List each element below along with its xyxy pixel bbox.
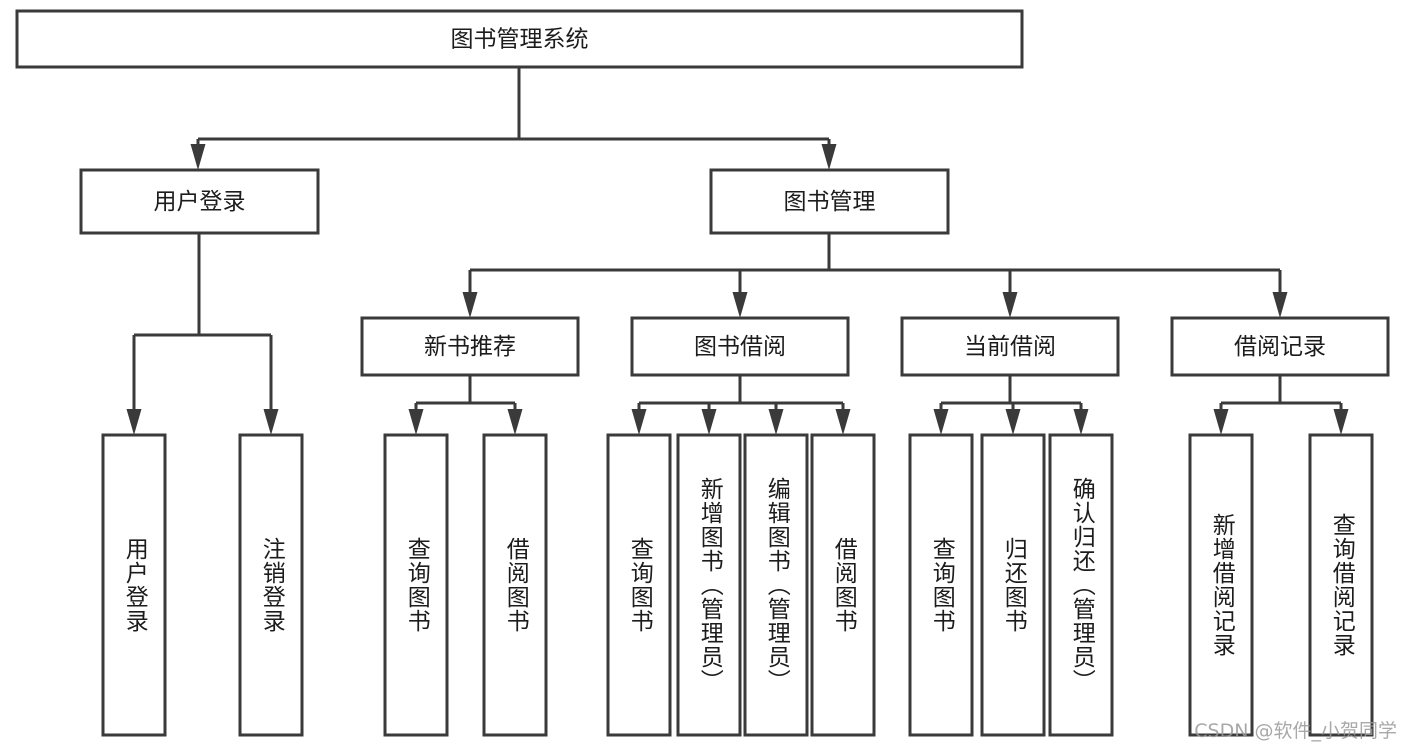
node-label-borrow-records: 借阅记录 bbox=[1234, 334, 1326, 360]
node-label-book-borrow: 图书借阅 bbox=[694, 334, 786, 360]
connector-borrow-records-bus bbox=[1213, 375, 1349, 435]
node-box-leaf-query-book-2[interactable] bbox=[606, 433, 672, 737]
node-box-book-borrow[interactable] bbox=[630, 316, 850, 377]
node-box-root[interactable] bbox=[15, 9, 1024, 69]
csdn-watermark: CSDN @软件_小贺同学 bbox=[1194, 720, 1397, 742]
connector-book-management-bus bbox=[462, 233, 1288, 318]
node-box-book-management[interactable] bbox=[709, 168, 950, 235]
node-label-root: 图书管理系统 bbox=[451, 27, 589, 53]
node-box-leaf-add-record[interactable] bbox=[1188, 433, 1254, 737]
node-box-leaf-return-book[interactable] bbox=[980, 433, 1046, 737]
connector-new-book-recommend-bus bbox=[408, 375, 523, 435]
node-box-leaf-query-book-1[interactable] bbox=[383, 433, 449, 737]
node-box-borrow-records[interactable] bbox=[1170, 316, 1390, 377]
node-label-new-book-recommend: 新书推荐 bbox=[424, 334, 516, 360]
node-box-leaf-query-record[interactable] bbox=[1308, 433, 1374, 737]
connector-book-borrow-bus bbox=[631, 375, 851, 435]
node-label-current-borrow: 当前借阅 bbox=[964, 334, 1056, 360]
node-box-leaf-borrow-book-1[interactable] bbox=[482, 433, 548, 737]
node-box-leaf-confirm-return[interactable] bbox=[1048, 433, 1114, 737]
boxes-layer bbox=[15, 9, 1390, 737]
node-label-user-login: 用户登录 bbox=[154, 189, 246, 215]
node-box-new-book-recommend[interactable] bbox=[360, 316, 580, 377]
connector-current-borrow-bus bbox=[933, 375, 1089, 435]
node-box-leaf-user-login[interactable] bbox=[101, 433, 167, 737]
connector-user-login-bus bbox=[126, 233, 279, 435]
connectors-layer bbox=[126, 67, 1349, 435]
node-box-current-borrow[interactable] bbox=[900, 316, 1120, 377]
connector-root-bus bbox=[190, 67, 837, 170]
node-label-book-management: 图书管理 bbox=[784, 189, 876, 215]
node-box-leaf-query-book-3[interactable] bbox=[908, 433, 974, 737]
node-box-leaf-edit-book[interactable] bbox=[743, 433, 809, 737]
node-box-leaf-add-book[interactable] bbox=[676, 433, 742, 737]
node-box-leaf-logout[interactable] bbox=[238, 433, 304, 737]
node-box-leaf-borrow-book-2[interactable] bbox=[810, 433, 876, 737]
node-box-user-login[interactable] bbox=[79, 168, 320, 235]
